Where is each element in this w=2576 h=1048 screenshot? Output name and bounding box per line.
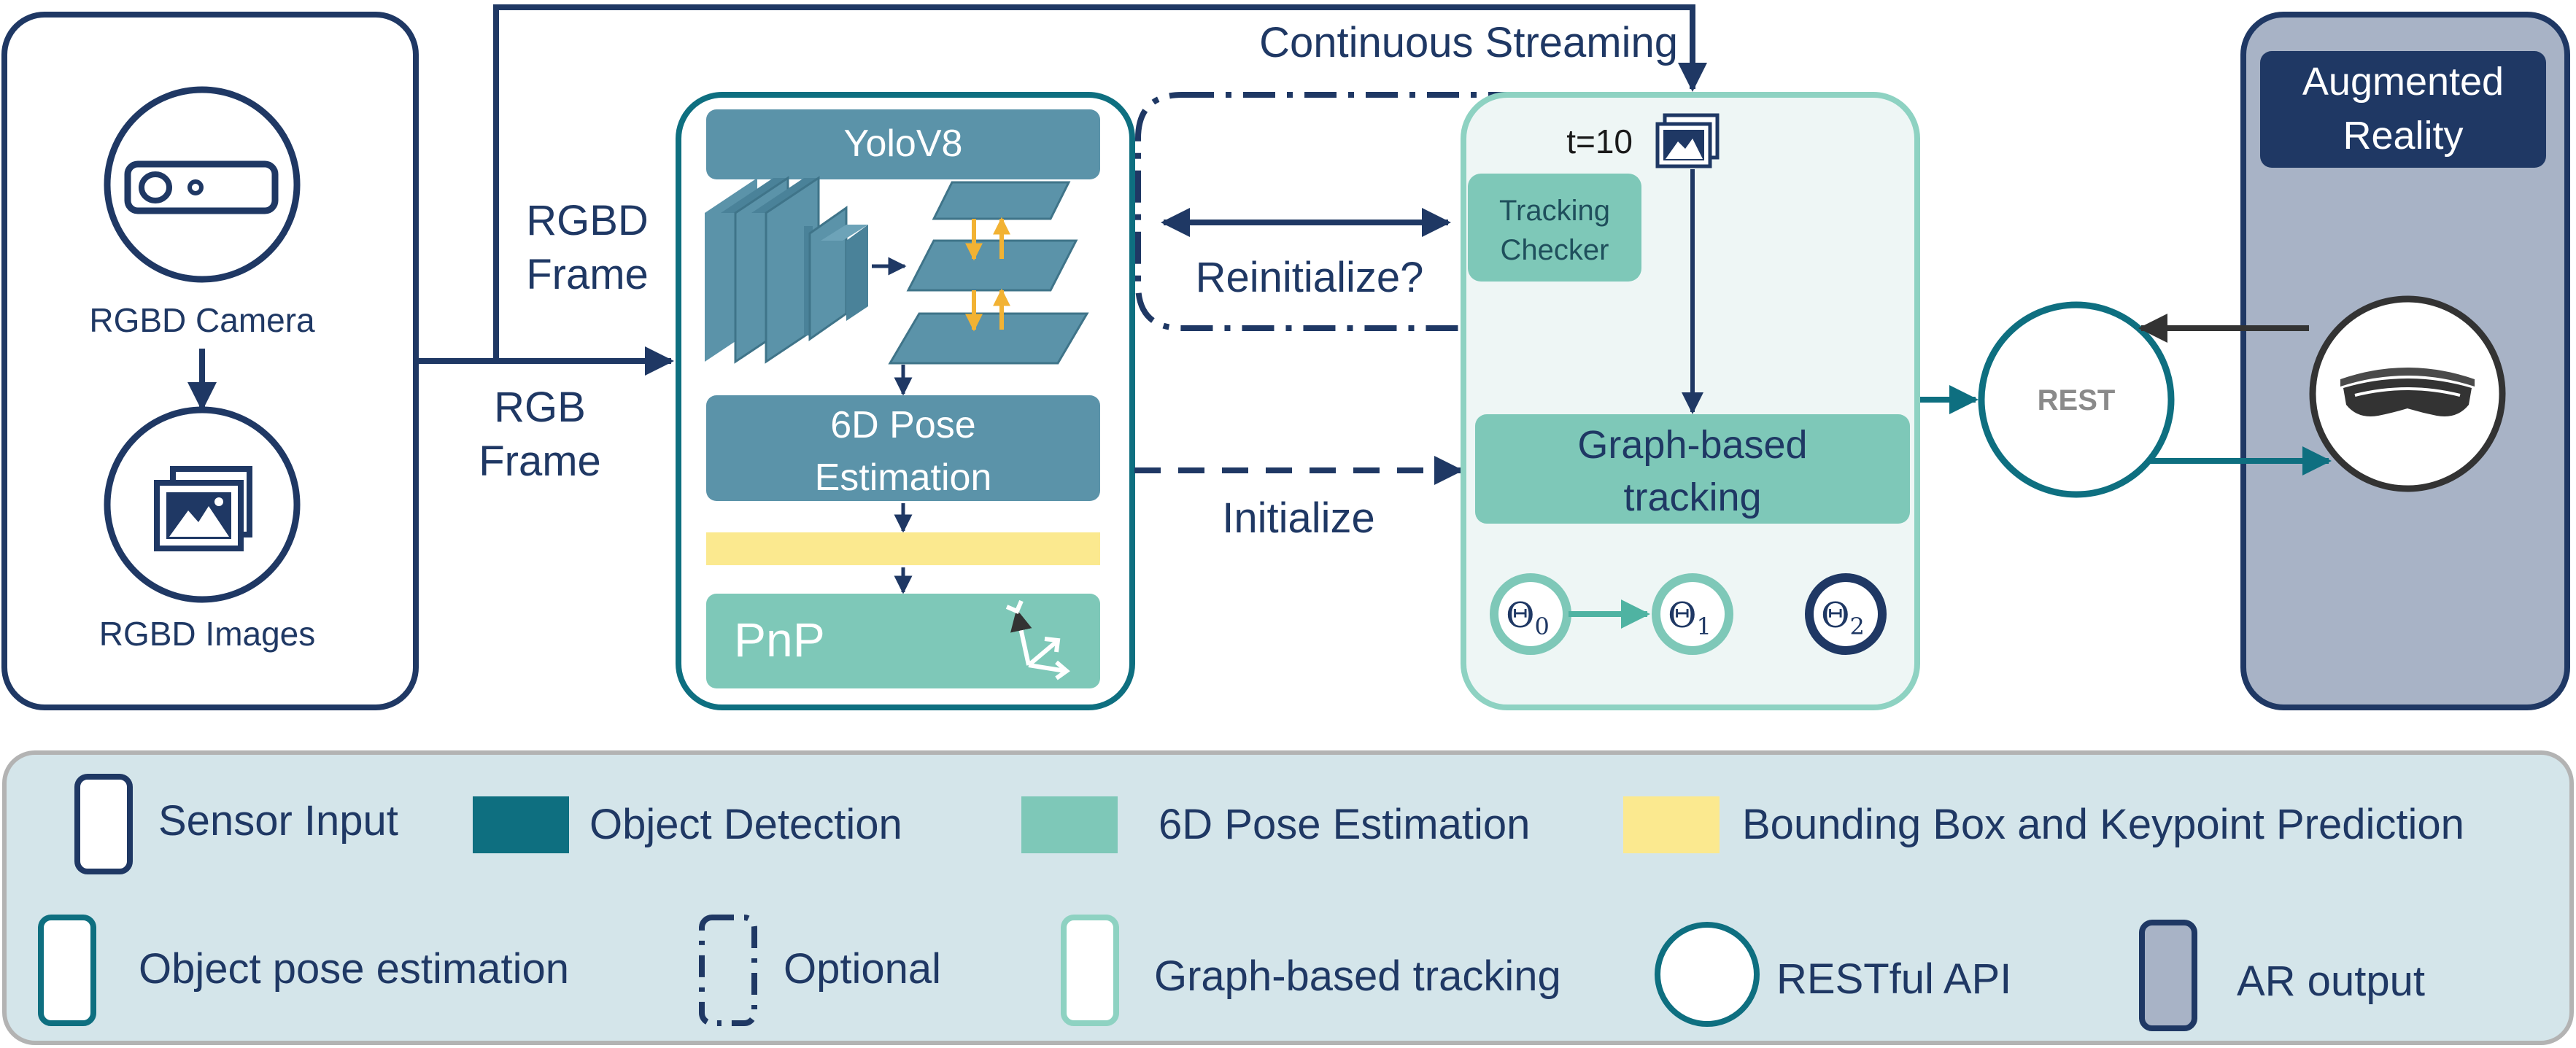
legend-graph-tracking: Graph-based tracking [1154,952,1561,1000]
legend-swatch-detection [473,796,569,853]
bbox-keypoint-bar [706,532,1100,565]
fpn-icon [888,181,1089,365]
svg-text:Θ1: Θ1 [1668,595,1711,640]
svg-text:Θ0: Θ0 [1506,595,1550,640]
tracking-checker-block [1468,174,1641,282]
legend-swatch-rest [1655,922,1760,1027]
rest-node [1978,301,2175,498]
initialize-label: Initialize [1222,494,1375,542]
legend-swatch-ar [2139,920,2197,1031]
ar-title-1: Augmented [2302,60,2504,104]
legend-swatch-pose6d [1021,796,1118,853]
legend-swatch-graph [1061,915,1119,1026]
images-icon [104,406,301,603]
legend-object-pose-estimation: Object pose estimation [139,945,569,993]
legend-panel [2,750,2574,1045]
headset-icon [2309,295,2506,492]
rgb-frame-label-2: Frame [479,438,601,485]
camera-label: RGBD Camera [89,301,315,339]
ar-title-block [2260,51,2546,168]
theta-1-node: Θ1 [1652,573,1733,655]
tracking-checker-label-1: Tracking [1499,195,1610,227]
legend-restful-api: RESTful API [1776,955,2011,1003]
legend-object-detection: Object Detection [589,801,902,848]
legend-pose-6d: 6D Pose Estimation [1159,801,1530,848]
legend-ar-output: AR output [2237,958,2425,1005]
camera-icon [104,86,301,283]
legend-sensor-input: Sensor Input [158,797,398,845]
cnn-icon [705,176,868,364]
tracking-checker-label-2: Checker [1501,234,1609,266]
theta-2-node: Θ2 [1805,573,1887,655]
graph-tracking-label-1: Graph-based [1577,423,1807,467]
graph-tracking-label-2: tracking [1623,476,1761,519]
legend-swatch-object-pose [38,915,96,1026]
legend-swatch-optional [699,915,757,1026]
yolo-label: YoloV8 [844,123,963,165]
pnp-block [706,594,1100,688]
t-label: t=10 [1566,123,1633,160]
graph-tracking-block [1475,414,1910,524]
optional-reinit-box [1135,92,1652,331]
rest-label: REST [2038,384,2116,416]
legend-optional: Optional [784,945,941,993]
images-label: RGBD Images [99,615,316,653]
frames-icon [1655,113,1720,168]
ar-title-2: Reality [2343,114,2463,158]
theta-0-node: Θ0 [1490,573,1571,655]
axes-icon [1005,599,1070,680]
yolo-block [706,109,1100,179]
pose-6d-label-2: Estimation [815,457,992,499]
reinitialize-label: Reinitialize? [1196,254,1424,301]
rgbd-frame-label-2: Frame [526,251,649,298]
continuous-streaming-label: Continuous Streaming [1259,19,1678,66]
rgb-frame-label-1: RGB [494,384,586,431]
legend-swatch-bbox [1623,796,1720,853]
pose-6d-block [706,395,1100,501]
pose-6d-label-1: 6D Pose [830,404,975,446]
legend-swatch-sensor [74,774,133,874]
legend-bbox-keypoint: Bounding Box and Keypoint Prediction [1742,801,2464,848]
svg-text:Θ2: Θ2 [1821,595,1865,640]
pnp-label: PnP [734,613,825,667]
rgbd-frame-label-1: RGBD [526,197,649,244]
